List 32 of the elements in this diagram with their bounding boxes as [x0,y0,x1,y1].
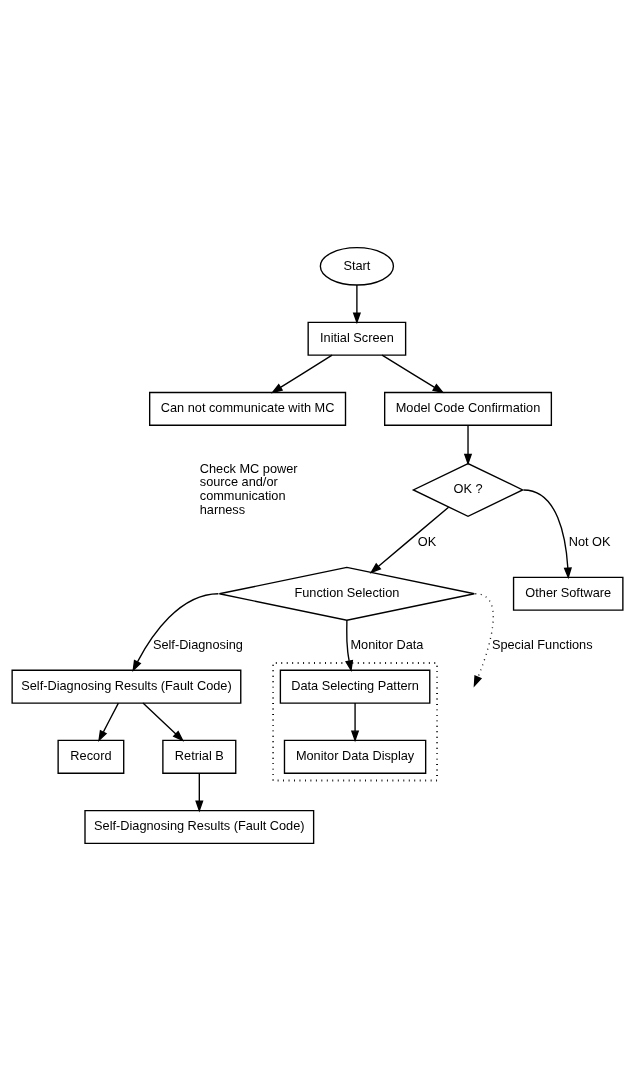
arrow [352,283,362,324]
node-box: Model Code Confirmation [384,391,553,426]
edge-label: Not OK [568,533,611,549]
arrow [463,424,473,465]
node-box: Monitor Data Display [283,739,427,774]
arrow [345,619,354,672]
arrow [381,353,445,393]
node-box: Self-Diagnosing Results (Fault Code) [11,669,242,704]
node-box: Data Selecting Pattern [279,669,431,704]
node-box: Initial Screen [307,321,407,356]
arrow [350,701,360,742]
arrow [473,592,494,688]
arrow [369,506,450,574]
node-box: Other Software [512,576,624,611]
arrow [132,592,220,672]
arrow [195,772,204,812]
node-box: Can not communicate with MC [149,391,347,426]
node-box: Self-Diagnosing Results (Fault Code) [84,809,315,844]
node-box: Record [57,739,125,774]
arrow [522,488,572,579]
edge-label: Monitor Data [350,636,424,652]
node-ellipse: Start [319,246,395,286]
node-box: Retrial B [162,739,237,774]
node-diamond: OK ? [411,462,525,517]
edge-label: Self-Diagnosing [152,636,243,652]
edge-label: OK [417,533,437,549]
node-diamond: Function Selection [218,566,476,621]
node-label: Check MC power source and/or communication harness [199,460,298,517]
arrow [98,701,120,742]
edge-label: Special Functions [491,636,593,652]
arrow [270,353,333,393]
arrow [142,701,185,742]
